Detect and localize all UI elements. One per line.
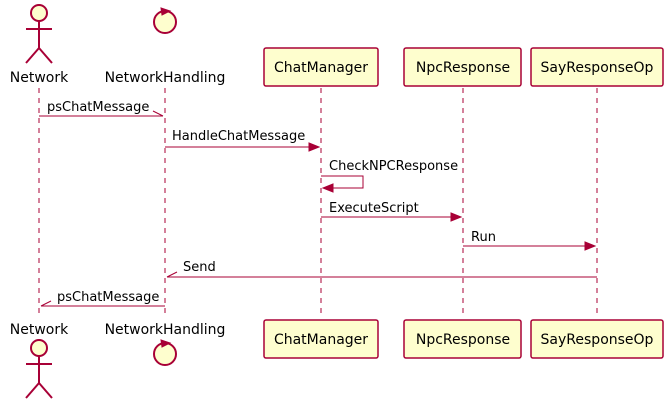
arrowhead — [321, 183, 334, 193]
message-ps-chat-message-2: psChatMessage — [40, 290, 165, 307]
participant-label: NetworkHandling — [105, 322, 226, 338]
participant-say-response-op-bottom: SayResponseOp — [530, 319, 664, 359]
message-ps-chat-message-1: psChatMessage — [39, 100, 164, 117]
message-label: CheckNPCResponse — [329, 159, 458, 174]
message-run: Run — [463, 230, 597, 251]
participant-npc-response-bottom: NpcResponse — [403, 319, 522, 359]
message-label: psChatMessage — [57, 290, 159, 305]
actor-icon — [25, 4, 53, 64]
arrowhead — [584, 241, 597, 251]
message-label: Send — [183, 260, 216, 275]
participant-label: Network — [10, 322, 69, 338]
arrowhead — [152, 110, 164, 117]
message-send: Send — [166, 260, 597, 278]
message-label: psChatMessage — [47, 100, 149, 115]
participant-label: ChatManager — [274, 60, 368, 76]
arrowhead — [450, 212, 463, 222]
participant-say-response-op-top: SayResponseOp — [530, 47, 664, 87]
participant-label: NetworkHandling — [105, 70, 226, 86]
control-network-handling-top: NetworkHandling — [105, 7, 226, 86]
participant-label: NpcResponse — [416, 60, 510, 76]
arrowhead — [166, 271, 178, 278]
actor-icon — [25, 339, 53, 399]
message-handle-chat-message: HandleChatMessage — [165, 129, 321, 152]
message-execute-script: ExecuteScript — [321, 201, 463, 222]
arrowhead — [40, 300, 52, 307]
participant-chat-manager-bottom: ChatManager — [263, 319, 379, 359]
participant-chat-manager-top: ChatManager — [263, 47, 379, 87]
participant-label: Network — [10, 70, 69, 86]
actor-network-top: Network — [10, 4, 69, 86]
message-label: HandleChatMessage — [172, 129, 305, 144]
participant-label: SayResponseOp — [541, 332, 654, 348]
message-label: Run — [471, 230, 496, 245]
participant-label: NpcResponse — [416, 332, 510, 348]
participant-label: SayResponseOp — [541, 60, 654, 76]
participant-npc-response-top: NpcResponse — [403, 47, 522, 87]
arrowhead — [308, 142, 321, 152]
participant-label: ChatManager — [274, 332, 368, 348]
control-icon — [153, 7, 177, 34]
message-label: ExecuteScript — [329, 201, 419, 216]
actor-network-bottom: Network — [10, 322, 69, 399]
control-network-handling-bottom: NetworkHandling — [105, 322, 226, 366]
message-check-npc-response: CheckNPCResponse — [321, 159, 458, 193]
control-icon — [153, 339, 177, 366]
